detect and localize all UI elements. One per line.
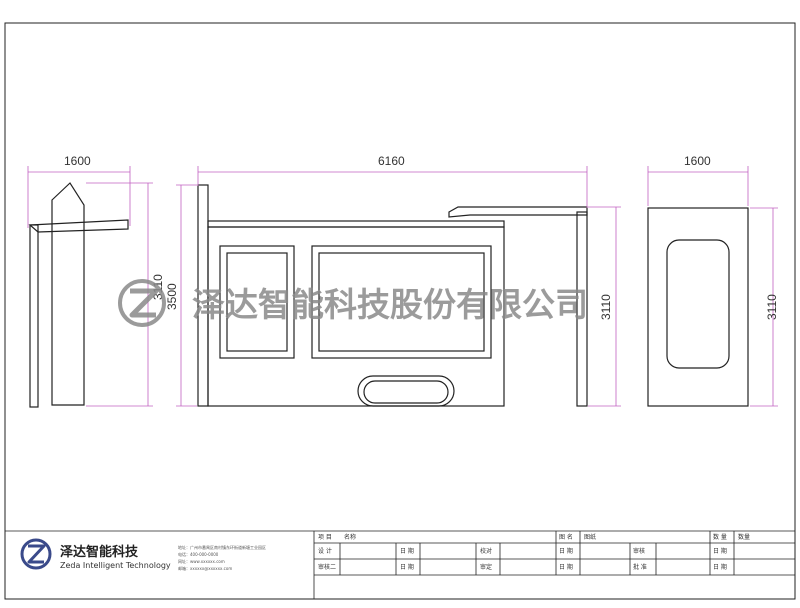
tb-quantity-value: 数量	[738, 533, 750, 541]
front-main-panel	[207, 226, 505, 407]
tb-date-label: 日 期	[400, 563, 414, 571]
tb-design-label: 设 计	[318, 547, 332, 555]
company-info-line: 电话：400-000-0000	[178, 551, 219, 557]
side-post	[29, 224, 39, 408]
front-seat-slot-inner	[363, 380, 449, 404]
front-roof-right	[448, 206, 588, 218]
side-dimensions	[27, 166, 153, 407]
back-dimensions	[647, 166, 778, 407]
front-dimensions	[176, 166, 621, 407]
tb-date-label: 日 期	[713, 563, 727, 571]
tb-name-label: 名称	[344, 533, 356, 541]
back-window	[666, 239, 730, 369]
back-panel	[647, 207, 749, 407]
watermark-text: 泽达智能科技股份有限公司	[192, 285, 588, 324]
tb-drawing-label: 图纸	[584, 533, 596, 541]
front-ad-panel-small-inner	[226, 252, 288, 352]
tb-project-label: 项 目	[318, 534, 332, 541]
tb-date-label: 日 期	[559, 547, 573, 555]
side-body	[51, 182, 85, 406]
back-view	[647, 207, 749, 407]
front-height-right-label: 3110	[599, 294, 613, 320]
company-info-line: 地址：广州市番禺区南村镇东环街道新塘工业园区	[178, 544, 266, 550]
tb-date-label: 日 期	[400, 547, 414, 555]
tb-review-label: 审核	[633, 547, 645, 555]
front-height-left-label: 3500	[165, 283, 179, 310]
front-view	[197, 184, 588, 407]
tb-review2-label: 审核二	[318, 563, 336, 571]
front-width-label: 6160	[378, 154, 405, 168]
tb-date-label: 日 期	[559, 563, 573, 571]
company-name-en: Zeda Intelligent Technology	[60, 561, 171, 570]
company-name-cn: 泽达智能科技	[60, 544, 139, 560]
title-block	[5, 530, 795, 599]
company-logo-icon	[20, 538, 52, 570]
tb-quantity-label: 数 量	[713, 533, 727, 541]
back-height-label: 3110	[765, 294, 779, 320]
front-roof-bar	[207, 220, 505, 228]
company-info-line: 网址：www.xxxxxx.com	[178, 558, 225, 564]
company-info-line: 邮箱：xxxxxx@xxxxxx.com	[178, 565, 232, 571]
front-seat-slot	[357, 375, 455, 407]
side-view	[28, 182, 129, 408]
tb-ratify-label: 批 准	[633, 563, 647, 571]
front-ad-panel-large	[311, 245, 492, 359]
front-ad-panel-small	[219, 245, 295, 359]
tb-drawing-name-label: 图 名	[559, 533, 573, 541]
watermark-logo	[118, 279, 166, 327]
tb-date-label: 日 期	[713, 547, 727, 555]
side-width-label: 1600	[64, 154, 91, 168]
front-ad-panel-large-inner	[318, 252, 485, 352]
front-right-post	[576, 211, 588, 407]
sheet-border	[4, 22, 796, 600]
back-width-label: 1600	[684, 154, 711, 168]
side-roof	[28, 219, 129, 233]
tb-check-label: 校对	[480, 547, 492, 555]
tb-approve-label: 审定	[480, 563, 492, 571]
